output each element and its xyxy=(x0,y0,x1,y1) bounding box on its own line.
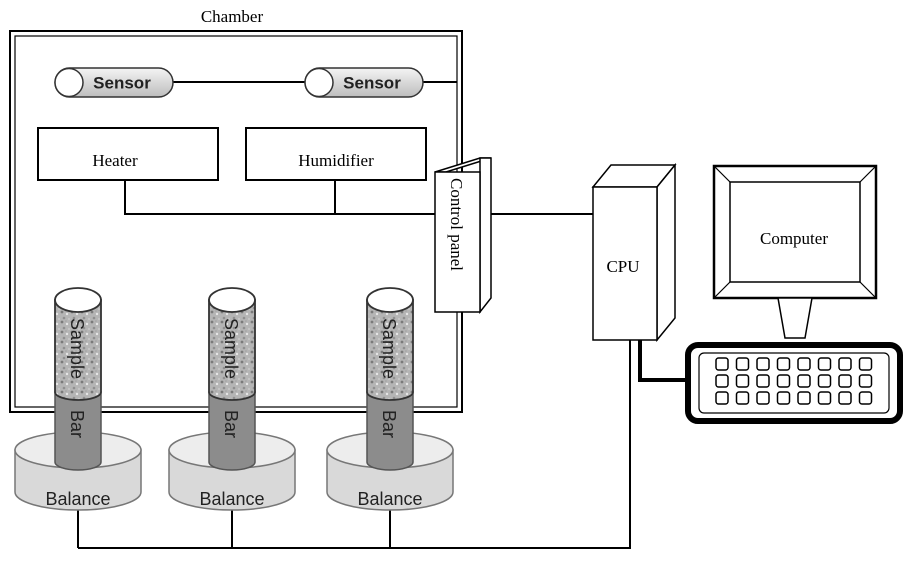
chamber-title: Chamber xyxy=(201,7,264,26)
sample-label: Sample xyxy=(221,318,241,379)
keyboard-key-icon xyxy=(817,391,832,405)
sample-assembly: Balance Bar Sample xyxy=(168,287,296,511)
sensor-2: Sensor xyxy=(304,67,424,98)
humidifier-label: Humidifier xyxy=(298,151,374,170)
keyboard-key-icon xyxy=(715,391,729,405)
bar-label: Bar xyxy=(67,410,87,438)
bar-label: Bar xyxy=(221,410,241,438)
sensor-1: Sensor xyxy=(54,67,174,98)
cpu-box: CPU xyxy=(591,162,677,343)
control-panel-label: Control panel xyxy=(447,178,466,271)
keyboard-key-icon xyxy=(776,374,791,388)
keyboard-key-icon xyxy=(838,357,852,371)
keyboard-key-icon xyxy=(735,374,750,388)
keyboard-cable xyxy=(638,340,688,382)
sensor-knob-icon xyxy=(54,67,84,98)
bar-label: Bar xyxy=(379,410,399,438)
sample-assembly: Balance Bar Sample xyxy=(326,287,454,511)
keyboard-key-icon xyxy=(715,357,729,371)
keyboard xyxy=(685,342,903,424)
bar: Bar xyxy=(208,391,256,471)
keyboard-key-icon xyxy=(858,374,873,388)
bar: Bar xyxy=(366,391,414,471)
keyboard-key-icon xyxy=(715,374,729,388)
balance-label: Balance xyxy=(357,489,422,509)
control-wiring xyxy=(124,180,593,215)
heater-box: Heater xyxy=(37,127,219,181)
sensor-label: Sensor xyxy=(93,74,151,93)
computer-monitor: Computer xyxy=(712,164,878,339)
keyboard-key-icon xyxy=(797,391,811,405)
balance-cable xyxy=(78,340,631,549)
keyboard-key-icon xyxy=(838,391,852,405)
sensor-label: Sensor xyxy=(343,74,401,93)
sample-label: Sample xyxy=(67,318,87,379)
computer-label: Computer xyxy=(760,229,828,248)
heater-label: Heater xyxy=(92,151,138,170)
balance-label: Balance xyxy=(199,489,264,509)
humidifier-box: Humidifier xyxy=(245,127,427,181)
monitor-stand xyxy=(777,297,813,339)
keyboard-key-icon xyxy=(756,374,770,388)
keyboard-key-icon xyxy=(735,357,750,371)
keyboard-key-icon xyxy=(756,357,770,371)
keyboard-key-icon xyxy=(797,357,811,371)
keyboard-key-icon xyxy=(817,374,832,388)
sensor-knob-icon xyxy=(304,67,334,98)
keyboard-key-icon xyxy=(735,391,750,405)
keyboard-key-icon xyxy=(838,374,852,388)
bar: Bar xyxy=(54,391,102,471)
keyboard-key-icon xyxy=(776,357,791,371)
sample: Sample xyxy=(54,287,102,401)
keyboard-key-icon xyxy=(858,357,873,371)
keyboard-key-icon xyxy=(756,391,770,405)
balance-label: Balance xyxy=(45,489,110,509)
cpu-label: CPU xyxy=(606,257,639,276)
keyboard-key-icon xyxy=(797,374,811,388)
sample: Sample xyxy=(366,287,414,401)
keyboard-key-icon xyxy=(817,357,832,371)
control-panel-box: Control panel xyxy=(434,157,492,315)
sample-assembly: Balance Bar Sample xyxy=(14,287,142,511)
sample-label: Sample xyxy=(379,318,399,379)
keyboard-key-icon xyxy=(776,391,791,405)
keyboard-key-icon xyxy=(858,391,873,405)
sample: Sample xyxy=(208,287,256,401)
